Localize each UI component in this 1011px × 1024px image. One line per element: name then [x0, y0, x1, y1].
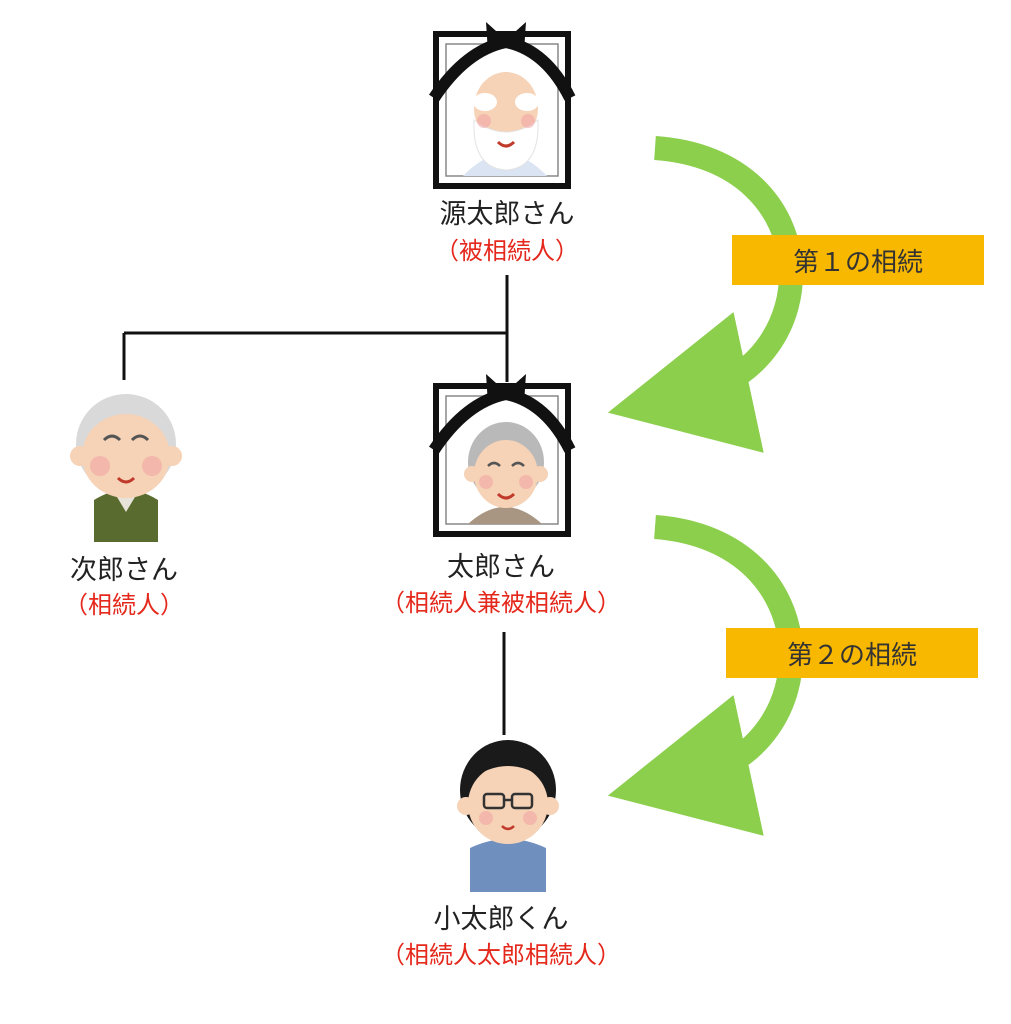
gentaro-memorial-portrait-icon	[429, 22, 576, 189]
kotaro-avatar-icon	[457, 740, 559, 892]
jiro-role: （相続人）	[64, 591, 184, 619]
family-tree-lines	[122, 275, 509, 735]
kotaro-role: （相続人太郎相続人）	[381, 941, 621, 969]
jiro-avatar-icon	[70, 394, 182, 542]
kotaro-name: 小太郎くん	[433, 904, 569, 935]
gentaro-name: 源太郎さん	[439, 199, 575, 230]
taro-name: 太郎さん	[447, 552, 555, 583]
taro-memorial-portrait-icon	[429, 374, 576, 537]
jiro-name: 次郎さん	[70, 555, 178, 586]
second-inheritance-badge: 第２の相続	[726, 628, 978, 678]
first-inheritance-badge: 第１の相続	[732, 235, 984, 285]
taro-role: （相続人兼被相続人）	[381, 589, 621, 617]
gentaro-role: （被相続人）	[435, 237, 579, 265]
